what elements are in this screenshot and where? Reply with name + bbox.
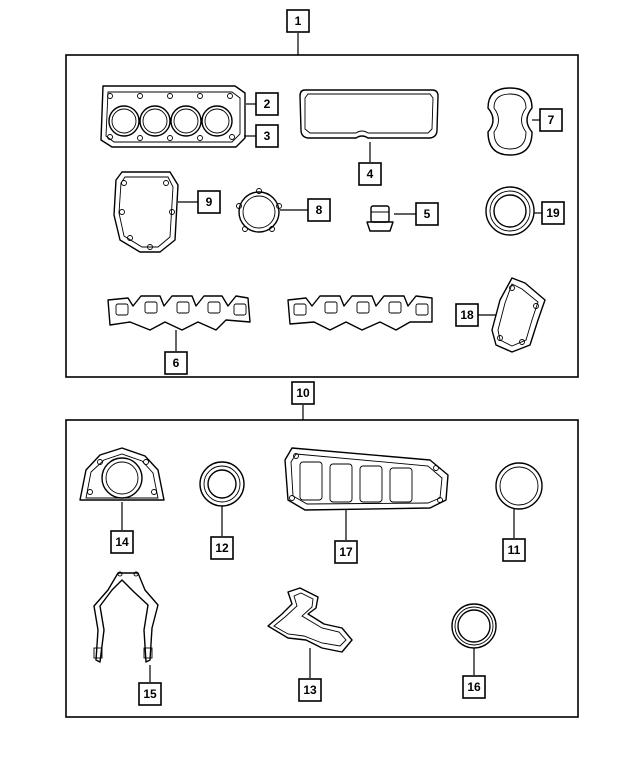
o-ring-seal[interactable] [495,462,543,510]
exhaust-manifold-gasket-right[interactable] [287,295,433,331]
callout-9-box[interactable] [197,190,221,214]
callout-14-box[interactable] [110,530,134,554]
callout-7-box[interactable] [539,108,563,132]
callout-3-label: 3 [264,129,271,143]
callout-1-label: 1 [295,14,302,28]
callout-10-box[interactable] [291,381,315,405]
upper-kit-frame [65,54,579,378]
water-pump-gasket[interactable] [236,188,282,233]
callout-8-label: 8 [316,203,323,217]
callout-12-label: 12 [215,541,229,555]
callout-14-label: 14 [115,535,129,549]
callout-4-box[interactable] [358,162,382,186]
callout-11-label: 11 [508,543,521,557]
figure-eight-gasket[interactable] [487,87,533,156]
callout-16-label: 16 [467,680,481,694]
cam-seal[interactable] [451,603,497,649]
callout-3-box[interactable] [255,124,279,148]
callout-6-label: 6 [173,356,180,370]
front-cover-gasket[interactable] [93,571,159,663]
valve-stem-seal[interactable] [366,205,394,232]
oil-pan-gasket[interactable] [284,447,449,511]
lower-kit-frame [65,419,579,718]
callout-6-box[interactable] [164,351,188,375]
cylinder-head-gasket[interactable] [100,85,246,148]
callout-13-box[interactable] [298,678,322,702]
exhaust-manifold-gasket-left[interactable] [107,295,251,331]
callout-5-label: 5 [424,207,431,221]
callout-7-label: 7 [548,113,555,127]
callout-17-label: 17 [339,545,353,559]
callout-18-box[interactable] [455,303,479,327]
upper-gasket-kit: 1 2 3 4 [65,9,579,378]
callout-15-label: 15 [143,687,157,701]
callout-5-box[interactable] [415,202,439,226]
rear-seal-retainer[interactable] [79,447,165,501]
callout-19-label: 19 [546,206,560,220]
callout-8-box[interactable] [307,198,331,222]
callout-1-box[interactable] [286,9,310,33]
lower-gasket-kit: 10 14 12 [65,381,579,718]
thermostat-housing-gasket[interactable] [491,277,546,353]
callout-11-box[interactable] [502,538,526,562]
callout-4-label: 4 [367,167,374,181]
callout-9-label: 9 [206,195,213,209]
front-crankshaft-seal[interactable] [199,461,245,507]
callout-13-label: 13 [303,683,317,697]
callout-2-label: 2 [264,97,271,111]
callout-2-box[interactable] [255,92,279,116]
callout-10-label: 10 [296,386,310,400]
water-outlet-gasket[interactable] [267,587,353,653]
valve-cover-gasket[interactable] [299,89,439,139]
timing-cover-gasket[interactable] [113,171,179,253]
callout-16-box[interactable] [462,675,486,699]
callout-17-box[interactable] [334,540,358,564]
callout-15-box[interactable] [138,682,162,706]
callout-18-label: 18 [460,308,474,322]
crankshaft-seal[interactable] [485,186,535,236]
callout-19-box[interactable] [541,201,565,225]
callout-12-box[interactable] [210,536,234,560]
